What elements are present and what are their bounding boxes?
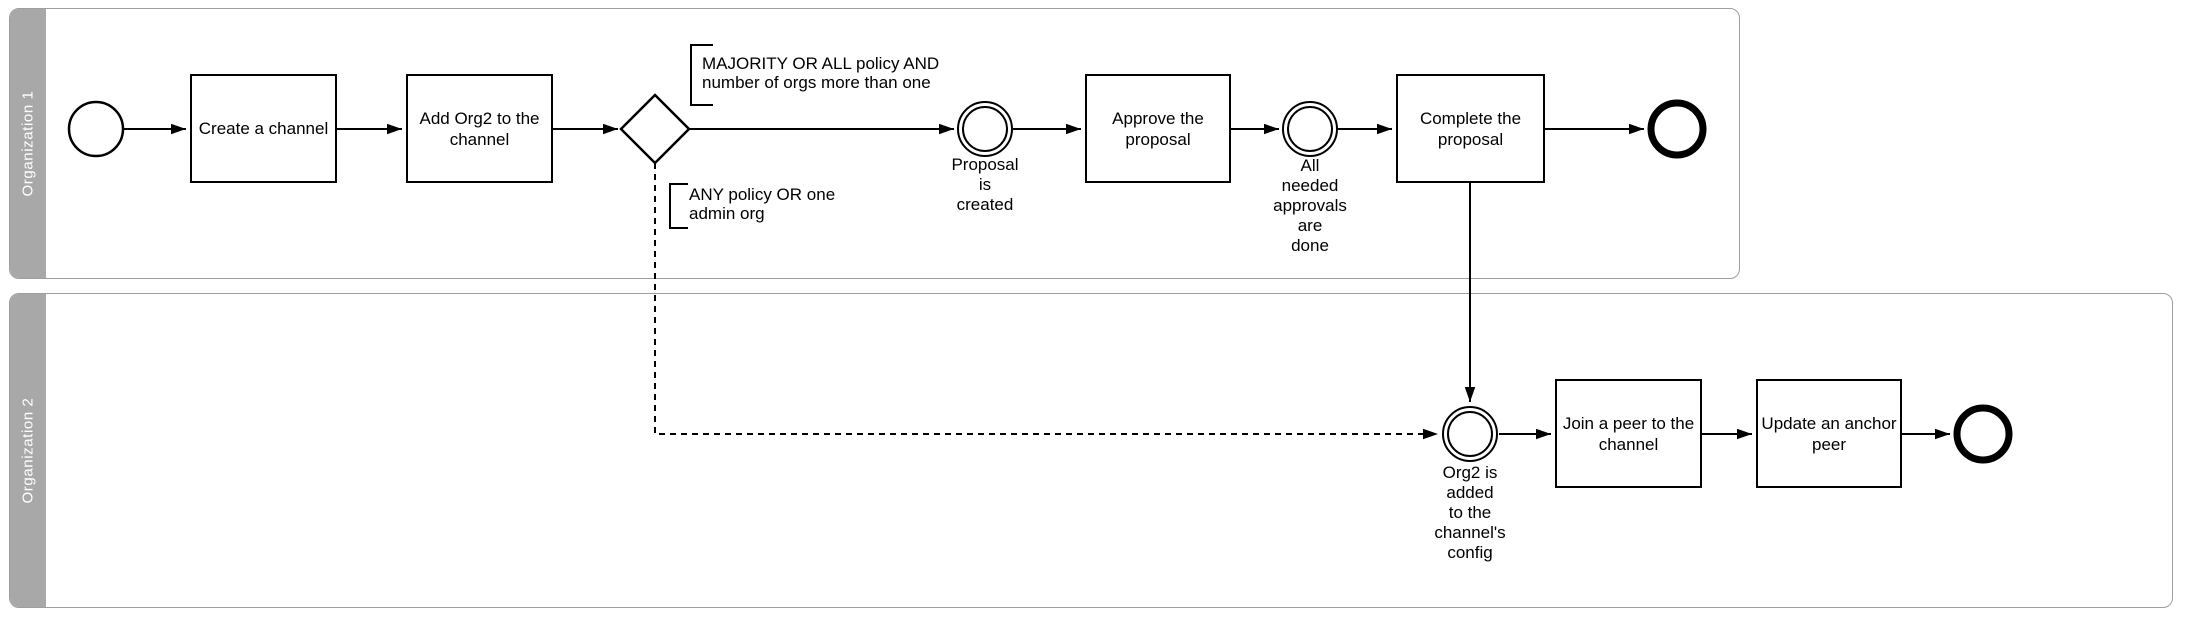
task-create-a-channel[interactable]: Create a channel [190, 74, 337, 183]
end-event-2[interactable] [1953, 404, 2013, 464]
event-label-approvals-done: All needed approvals are done [1273, 156, 1347, 255]
lane-title-bar-2: Organization 2 [10, 294, 46, 607]
task-join-peer-to-channel[interactable]: Join a peer to the channel [1555, 379, 1702, 488]
event-label-org2-added: Org2 is added to the channel's config [1434, 463, 1506, 562]
task-complete-the-proposal[interactable]: Complete the proposal [1396, 74, 1545, 183]
event-label-proposal-created: Proposal is created [951, 155, 1019, 214]
task-add-org2-to-channel[interactable]: Add Org2 to the channel [406, 74, 553, 183]
end-event-1[interactable] [1647, 99, 1707, 159]
annotation-majority-policy: MAJORITY OR ALL policy AND number of org… [702, 54, 940, 92]
annotation-bracket-1 [690, 44, 713, 106]
event-proposal-created[interactable] [957, 101, 1013, 157]
flow-gateway-to-org2-added-dashed [654, 163, 1438, 440]
task-update-anchor-peer[interactable]: Update an anchor peer [1756, 379, 1902, 488]
lane-title-bar-1: Organization 1 [10, 9, 46, 278]
start-event[interactable] [67, 100, 125, 158]
exclusive-gateway[interactable] [619, 93, 691, 165]
annotation-any-policy: ANY policy OR one admin org [689, 185, 836, 223]
event-org2-added[interactable] [1442, 406, 1498, 462]
event-approvals-done[interactable] [1282, 101, 1338, 157]
task-approve-the-proposal[interactable]: Approve the proposal [1085, 74, 1231, 183]
annotation-bracket-2 [669, 183, 688, 229]
